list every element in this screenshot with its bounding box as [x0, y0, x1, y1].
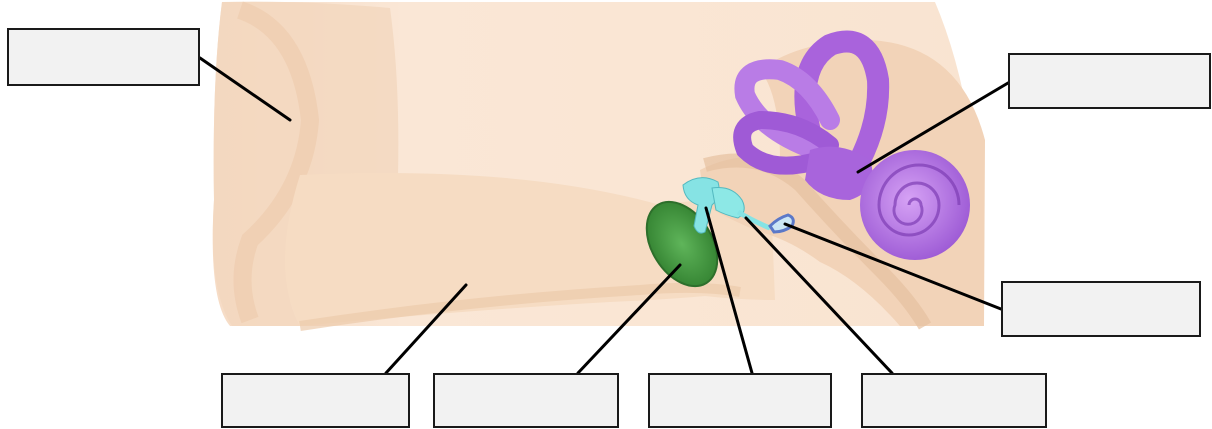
label-box-ossicle-b[interactable] — [861, 373, 1047, 428]
label-box-pinna[interactable] — [7, 28, 200, 86]
label-box-ossicle-a[interactable] — [648, 373, 832, 428]
label-box-eardrum[interactable] — [433, 373, 619, 428]
label-box-inner-ear[interactable] — [1008, 53, 1211, 109]
label-box-oval-window[interactable] — [1001, 281, 1201, 337]
label-box-ear-canal[interactable] — [221, 373, 410, 428]
